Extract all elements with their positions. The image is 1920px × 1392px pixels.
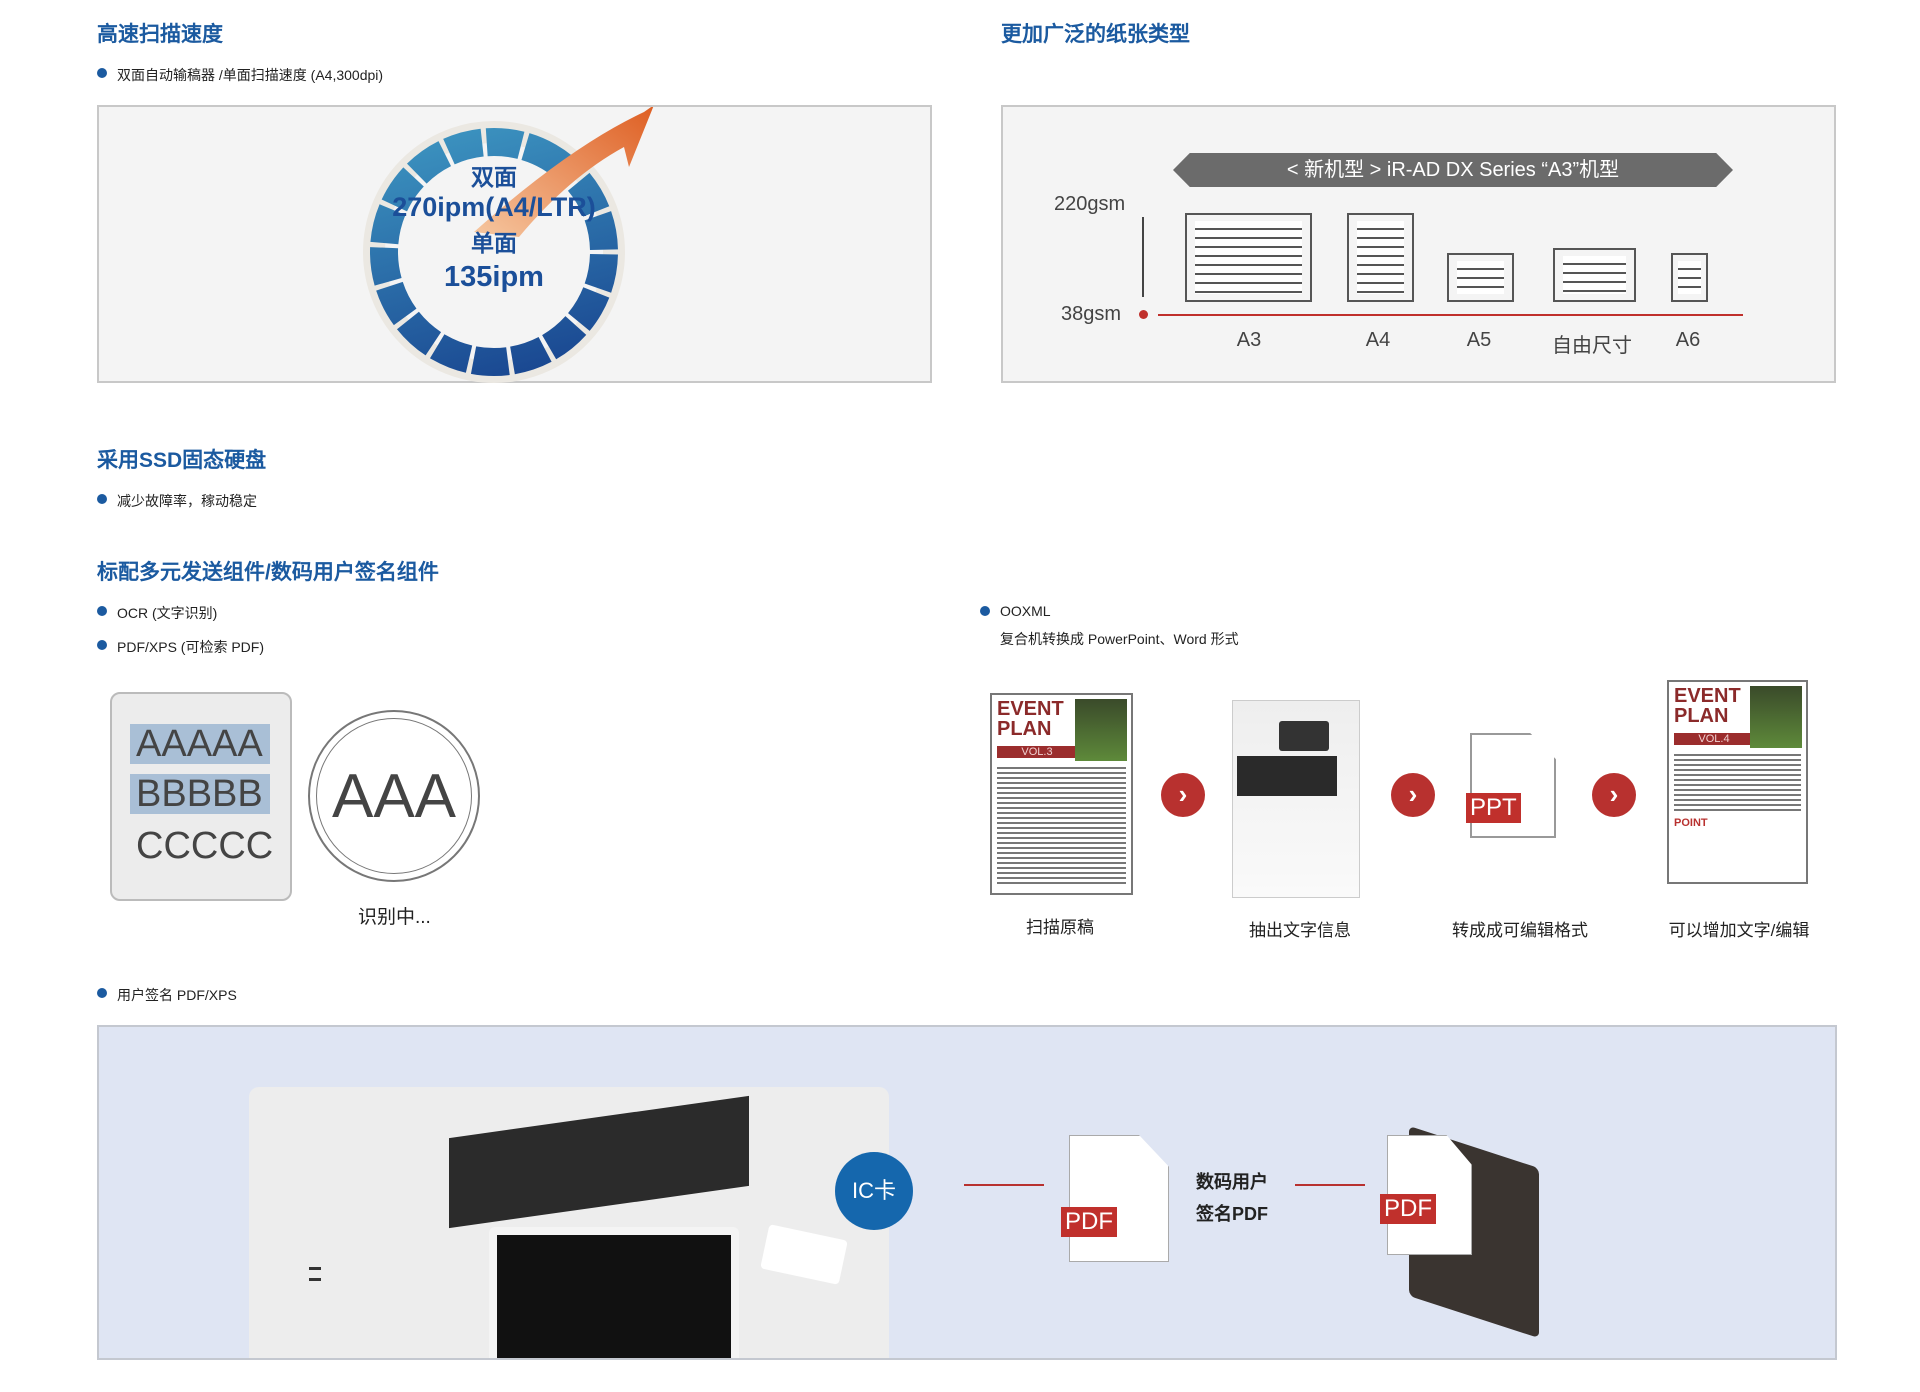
- signature-text: 数码用户 签名PDF: [1196, 1166, 1268, 1230]
- ssd-title: 采用SSD固态硬盘: [97, 449, 267, 472]
- size-label: A5: [1466, 329, 1492, 351]
- mfp-image: [249, 1087, 889, 1358]
- arrow-right-icon: [1295, 1184, 1365, 1186]
- paper-title: 更加广泛的纸张类型: [1001, 23, 1190, 46]
- ocr-bubble: AAA: [308, 710, 480, 882]
- mfp-feeder: [449, 1095, 749, 1229]
- ocr-source-card: AAAAA BBBBB CCCCC: [110, 692, 292, 901]
- paper-panel: < 新机型 > iR-AD DX Series “A3”机型 220gsm 38…: [1001, 105, 1836, 383]
- paper-free: [1553, 248, 1636, 302]
- doc-vol: VOL.3: [997, 746, 1077, 758]
- printer-panel: [1279, 721, 1329, 751]
- arrow-right-icon: [964, 1184, 1044, 1186]
- size-axis-arrow: [1158, 314, 1743, 316]
- size-label: A3: [1236, 329, 1262, 351]
- pdf-label: PDF: [1061, 1207, 1117, 1237]
- paper-a4: [1347, 213, 1414, 302]
- mfp-touchscreen: [489, 1227, 739, 1358]
- speed-panel: 双面 270ipm(A4/LTR) 单面 135ipm: [97, 105, 932, 383]
- min-weight: 38gsm: [1061, 303, 1122, 325]
- next-arrow-icon: ›: [1592, 773, 1636, 817]
- model-banner: < 新机型 > iR-AD DX Series “A3”机型: [1173, 153, 1733, 187]
- start-dot: [1139, 310, 1148, 319]
- pdf-bullet: PDF/XPS (可检索 PDF): [97, 637, 264, 657]
- doc-title: EVENT: [997, 698, 1064, 720]
- printer-image: [1232, 700, 1360, 898]
- size-label: 自由尺寸: [1552, 335, 1632, 357]
- doc-title: EVENT: [1674, 685, 1741, 707]
- step-label: 转成成可编辑格式: [1452, 921, 1588, 940]
- max-weight: 220gsm: [1054, 193, 1126, 215]
- ocr-row: AAAAA: [130, 724, 270, 764]
- paper-a6: [1671, 253, 1708, 302]
- ocr-row: CCCCC: [136, 825, 274, 867]
- weight-range-arrow: [1142, 217, 1144, 297]
- ssd-bullet: 减少故障率，稼动稳定: [97, 491, 257, 511]
- simplex-speed: 135ipm: [444, 261, 544, 293]
- doc-title: PLAN: [997, 718, 1052, 740]
- size-label: A6: [1675, 329, 1701, 351]
- step-label: 扫描原稿: [1026, 918, 1094, 937]
- pdf-file-icon: [1069, 1135, 1169, 1262]
- doc-point: POINT: [1674, 817, 1708, 829]
- printer-output: [1237, 756, 1337, 796]
- ooxml-desc: 复合机转换成 PowerPoint、Word 形式: [1000, 631, 1239, 647]
- pdf-label: PDF: [1380, 1194, 1436, 1224]
- ocr-bubble-text: AAA: [316, 718, 472, 874]
- speed-bullet: 双面自动输稿器 /单面扫描速度 (A4,300dpi): [97, 65, 383, 85]
- step-label: 抽出文字信息: [1249, 921, 1351, 940]
- size-label: A4: [1365, 329, 1391, 351]
- simplex-label: 单面: [471, 230, 517, 256]
- photo: [1750, 686, 1802, 748]
- photo: [1075, 699, 1127, 761]
- ic-card-bubble: IC卡: [835, 1152, 913, 1230]
- signature-text-line: 签名PDF: [1196, 1204, 1268, 1224]
- signature-bullet: 用户签名 PDF/XPS: [97, 985, 237, 1005]
- send-title: 标配多元发送组件/数码用户签名组件: [97, 561, 439, 584]
- step-label: 可以增加文字/编辑: [1668, 921, 1810, 940]
- menu-icon: [309, 1267, 321, 1281]
- ocr-row: BBBBB: [130, 774, 270, 814]
- ppt-label: PPT: [1466, 793, 1521, 823]
- doc-vol: VOL.4: [1674, 733, 1754, 745]
- ocr-bullet: OCR (文字识别): [97, 603, 217, 623]
- speed-gauge-graphic: [363, 107, 654, 383]
- signature-text-line: 数码用户: [1196, 1172, 1268, 1192]
- speed-title: 高速扫描速度: [97, 23, 223, 46]
- paper-a5: [1447, 253, 1514, 302]
- doc-title: PLAN: [1674, 705, 1729, 727]
- next-arrow-icon: ›: [1391, 773, 1435, 817]
- duplex-label: 双面: [471, 164, 517, 190]
- next-arrow-icon: ›: [1161, 773, 1205, 817]
- ocr-caption: 识别中...: [358, 907, 431, 928]
- signature-panel: IC卡 PDF 数码用户 签名PDF PDF: [97, 1025, 1837, 1360]
- paper-a3: [1185, 213, 1312, 302]
- duplex-speed: 270ipm(A4/LTR): [392, 192, 596, 222]
- ooxml-bullet: OOXML: [980, 603, 1051, 619]
